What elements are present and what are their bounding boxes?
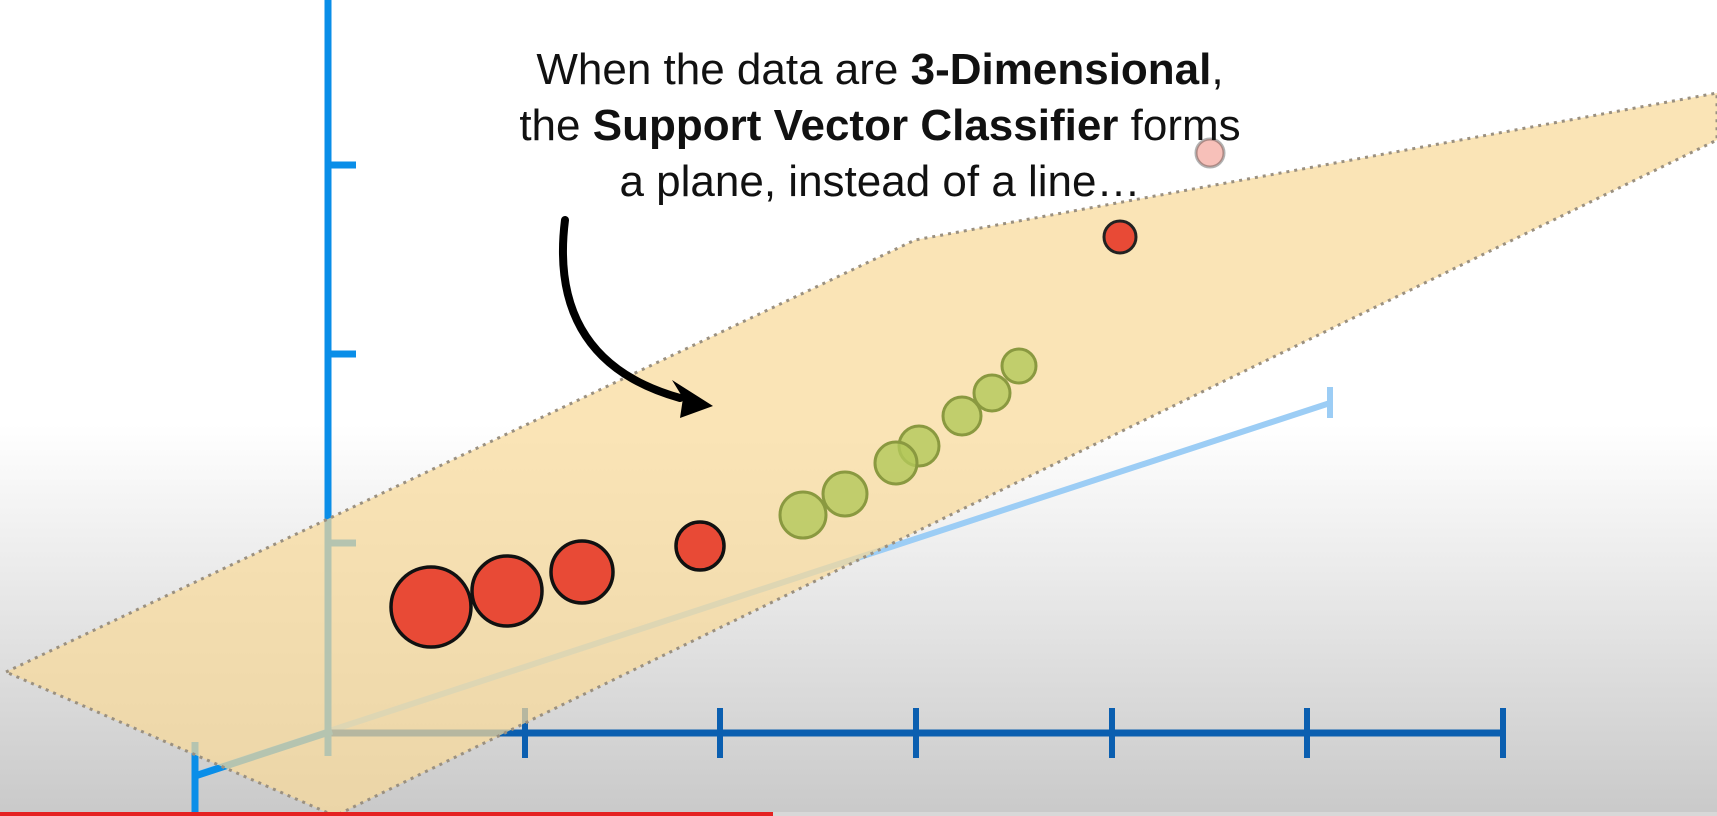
data-point-red	[470, 554, 544, 628]
data-point-green	[1000, 347, 1038, 385]
annotation-caption: When the data are 3-Dimensional, the Sup…	[330, 42, 1430, 210]
video-progress-fill	[0, 812, 773, 816]
data-point-green	[778, 490, 828, 540]
caption-bold-text: Support Vector Classifier	[592, 101, 1119, 150]
annotation-arrow	[558, 216, 713, 418]
caption-text: forms	[1118, 101, 1241, 150]
data-point-red	[389, 565, 473, 649]
data-point-green	[873, 440, 919, 486]
green-points	[778, 347, 1038, 540]
data-point-green	[972, 373, 1012, 413]
caption-line-2: the Support Vector Classifier forms	[330, 98, 1430, 154]
red-points	[389, 137, 1226, 649]
data-point-red	[1194, 137, 1226, 169]
caption-line-1: When the data are 3-Dimensional,	[330, 42, 1430, 98]
data-point-red	[549, 539, 615, 605]
caption-text: ,	[1211, 45, 1224, 94]
data-point-green	[821, 470, 869, 518]
data-point-green	[941, 395, 983, 437]
video-progress-bar[interactable]	[0, 812, 1717, 816]
data-point-red	[1102, 219, 1138, 255]
caption-bold-text: 3-Dimensional	[910, 45, 1212, 94]
caption-text: When the data are	[536, 45, 911, 94]
caption-text: the	[519, 101, 593, 150]
caption-line-3: a plane, instead of a line…	[619, 157, 1141, 206]
data-point-red	[674, 520, 726, 572]
